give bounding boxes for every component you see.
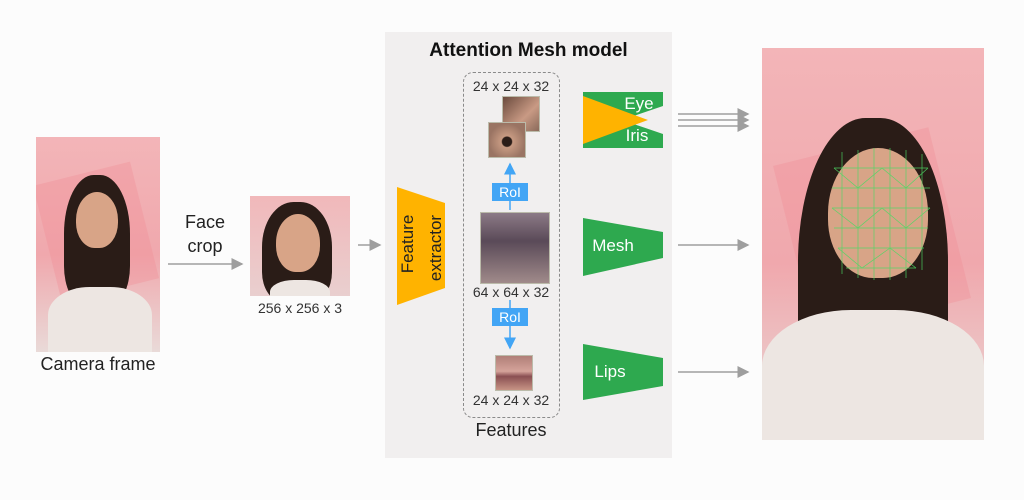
top-patch-size: 24 x 24 x 32 — [472, 78, 550, 94]
features-label: Features — [475, 420, 547, 440]
shirt-shape — [762, 310, 984, 440]
iris-head-label: Iris — [625, 126, 649, 145]
face-mesh-overlay — [831, 148, 931, 280]
lips-head-shape — [583, 344, 663, 400]
features-dashed-box — [463, 72, 560, 418]
output-mesh-image — [762, 48, 984, 440]
roi-label-bottom: RoI — [492, 308, 528, 326]
camera-frame-label: Camera frame — [40, 354, 156, 374]
shirt-shape — [270, 280, 330, 296]
lips-patch-thumbnail — [495, 355, 533, 391]
feature-extractor-shape — [397, 187, 445, 305]
roi-label-top: RoI — [492, 183, 528, 201]
feature-extractor-label-2: extractor — [426, 214, 445, 282]
crop-size-label: 256 x 256 x 3 — [257, 300, 343, 316]
feature-extractor-label-1: Feature — [398, 214, 417, 274]
mesh-head-label: Mesh — [592, 236, 634, 255]
face-crop-image — [250, 196, 350, 296]
face-crop-label-1: Face — [184, 212, 226, 232]
face-crop-label-2: crop — [187, 236, 223, 256]
camera-frame-image — [36, 137, 160, 352]
lips-head-label: Lips — [594, 362, 626, 381]
face-shape — [276, 214, 320, 272]
bottom-patch-size: 24 x 24 x 32 — [472, 392, 550, 408]
mid-feature-size: 64 x 64 x 32 — [472, 284, 550, 300]
face-shape — [76, 192, 118, 248]
mesh-head-shape — [583, 218, 663, 276]
eye-iris-orange-shape — [583, 96, 648, 144]
feature-map-thumbnail — [480, 212, 550, 284]
eye-patch-thumbnail-front — [488, 122, 526, 158]
shirt-shape — [48, 287, 152, 352]
model-title: Attention Mesh model — [429, 40, 628, 61]
eye-head-label: Eye — [624, 94, 654, 113]
